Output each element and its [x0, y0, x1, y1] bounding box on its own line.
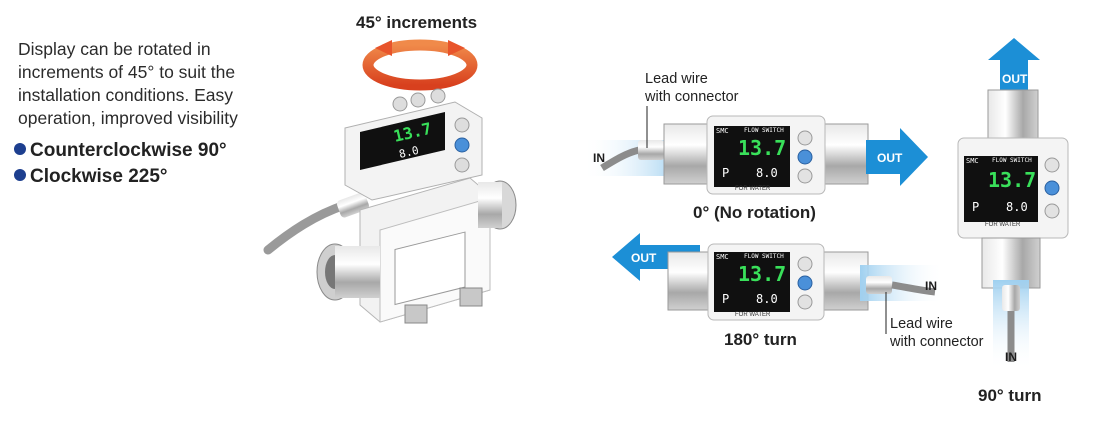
in-label-2: IN — [925, 279, 937, 293]
device1-screen: SMC FLOW SWITCH 13.7 P 8.0 — [714, 126, 790, 187]
rotation-label: 45° increments — [356, 13, 478, 32]
flow-arrow-icon — [988, 38, 1040, 95]
rotation-arrow-icon — [362, 39, 478, 91]
lead-wire-label-bottom: Lead wire with connector — [890, 316, 984, 350]
device3-media: FOR WATER — [985, 222, 1021, 228]
device2-model: FLOW SWITCH — [744, 253, 784, 260]
device3-screen: SMC FLOW SWITCH 13.7 P 8.0 — [964, 156, 1038, 222]
device2-main-value: 13.7 — [738, 262, 787, 286]
device1-media: FOR WATER — [735, 186, 771, 192]
caption-180-turn: 180° turn — [724, 330, 797, 349]
device2-screen: SMC FLOW SWITCH 13.7 P 8.0 — [714, 252, 790, 312]
device3-main-value: 13.7 — [988, 168, 1037, 192]
bullet-clockwise: Clockwise 225° — [14, 166, 168, 188]
device1-set-value: 8.0 — [756, 166, 778, 180]
caption-90-turn: 90° turn — [978, 386, 1042, 405]
device3-set-label: P — [972, 200, 980, 214]
out-label-3: OUT — [1002, 72, 1028, 86]
device2-brand: SMC — [716, 253, 729, 261]
in-label-1: IN — [593, 151, 605, 165]
bullet-dot-icon — [14, 143, 26, 155]
device2-set-label: P — [722, 292, 730, 306]
device1-brand: SMC — [716, 127, 729, 135]
device1-set-label: P — [722, 166, 730, 180]
device1-main-value: 13.7 — [738, 136, 787, 160]
bullet-counterclockwise: Counterclockwise 90° — [14, 140, 227, 162]
out-label-1: OUT — [877, 151, 903, 165]
device2-media: FOR WATER — [735, 312, 771, 318]
caption-no-rotation: 0° (No rotation) — [693, 203, 816, 222]
in-label-3: IN — [1005, 350, 1017, 364]
device3-set-value: 8.0 — [1006, 200, 1028, 214]
device-no-rotation — [582, 115, 928, 195]
device-90-turn — [957, 38, 1069, 370]
device2-set-value: 8.0 — [756, 292, 778, 306]
iso-set-value: 8.0 — [398, 144, 420, 161]
device3-model: FLOW SWITCH — [992, 157, 1032, 164]
isometric-device: 13.7 8.0 — [263, 88, 517, 324]
lead-wire-label-top: Lead wire with connector — [645, 71, 739, 105]
device-180-turn — [612, 233, 944, 321]
device3-brand: SMC — [966, 157, 979, 165]
flow-arrow-icon — [866, 128, 928, 186]
out-label-2: OUT — [631, 251, 657, 265]
device1-model: FLOW SWITCH — [744, 127, 784, 134]
bullet-dot-icon — [14, 169, 26, 181]
description-text: Display can be rotated in increments of … — [18, 39, 238, 128]
